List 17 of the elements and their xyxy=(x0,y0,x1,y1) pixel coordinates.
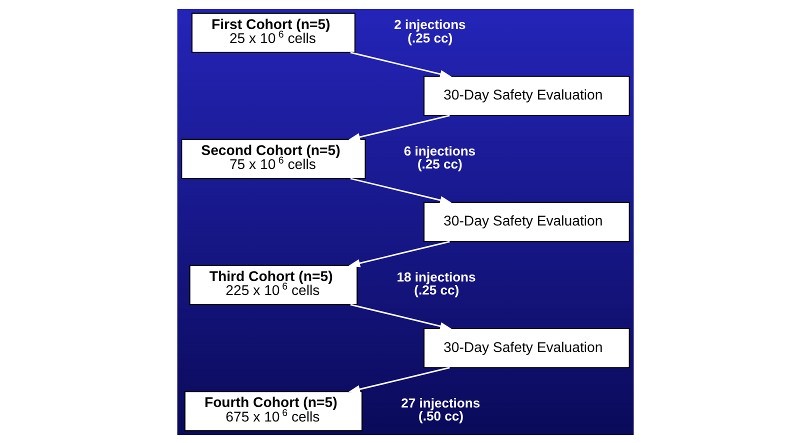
node-box: Second Cohort (n=5) 75 x 10$^{6}$ cells xyxy=(180,138,366,179)
node-label: 2 injections (.25 cc) xyxy=(394,16,466,45)
node-box: Third Cohort (n=5) 225 x 10$^{6}$ cells xyxy=(188,264,358,305)
arrow xyxy=(348,240,450,267)
node-box: 30-Day Safety Evaluation xyxy=(422,327,630,368)
arrow xyxy=(348,366,450,393)
arrow xyxy=(350,303,452,330)
node-box: First Cohort (n=5) 25 x 10$^{6}$ cells xyxy=(190,12,355,53)
arrow xyxy=(350,51,452,78)
node-box: 30-Day Safety Evaluation xyxy=(422,201,630,242)
node-box: Fourth Cohort (n=5) 675 x 10$^{6}$ cells xyxy=(184,390,362,431)
node-label: 27 injections (.50 cc) xyxy=(400,394,480,423)
node-label: 6 injections (.25 cc) xyxy=(403,142,476,171)
node-label: 18 injections (.25 cc) xyxy=(396,268,476,297)
arrow xyxy=(348,114,450,141)
node-box: 30-Day Safety Evaluation xyxy=(422,75,630,116)
arrow xyxy=(350,177,452,204)
